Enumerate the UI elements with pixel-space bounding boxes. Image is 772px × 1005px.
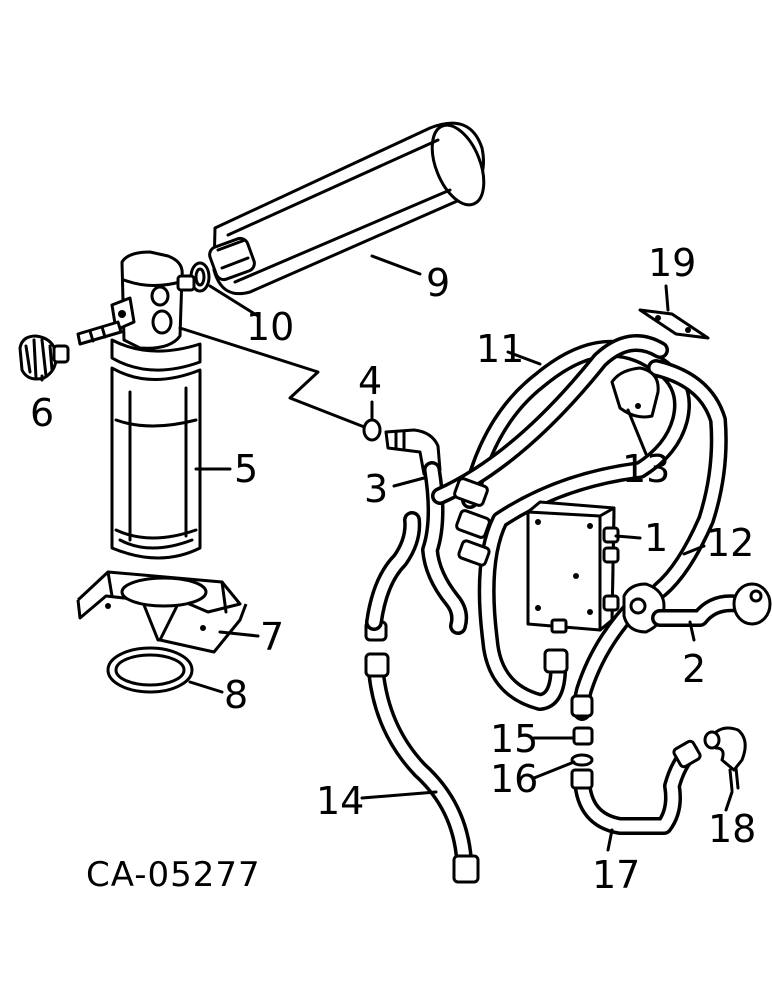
tube-part-14 xyxy=(364,511,480,884)
filter-canister-part-5 xyxy=(110,366,202,560)
callout-4: 4 xyxy=(358,359,382,403)
callout-11: 11 xyxy=(476,327,524,371)
callout-6: 6 xyxy=(30,391,54,435)
washer-part-16 xyxy=(570,753,594,767)
hose-fittings xyxy=(453,477,594,718)
callout-13: 13 xyxy=(622,447,670,491)
callout-3: 3 xyxy=(364,467,388,511)
callout-10: 10 xyxy=(246,305,294,349)
leader-lines xyxy=(40,254,734,852)
reference-line xyxy=(178,326,374,432)
fitting-part-15 xyxy=(572,726,594,746)
seal-ring-part-8 xyxy=(106,646,194,694)
hoses-part-11 xyxy=(431,334,691,711)
figure-id: CA-05277 xyxy=(86,855,261,895)
callout-1: 1 xyxy=(644,516,668,560)
knob-part-6 xyxy=(18,334,70,381)
valve-block-part-1 xyxy=(526,500,620,634)
callout-14: 14 xyxy=(316,779,364,823)
callout-17: 17 xyxy=(592,853,640,897)
callout-2: 2 xyxy=(682,647,706,691)
callout-7: 7 xyxy=(260,615,284,659)
bracket-part-7 xyxy=(76,570,248,654)
filter-head xyxy=(76,250,202,372)
callout-19: 19 xyxy=(648,241,696,285)
plate-part-19 xyxy=(638,308,710,340)
callout-12: 12 xyxy=(706,521,754,565)
cover-part-13 xyxy=(610,366,660,419)
callout-5: 5 xyxy=(234,447,258,491)
callout-16: 16 xyxy=(490,757,538,801)
hose-part-3 xyxy=(421,461,469,635)
filter-element-part-9 xyxy=(208,121,486,296)
tube-part-17 xyxy=(570,739,702,835)
callout-15: 15 xyxy=(490,717,538,761)
washer-part-4 xyxy=(362,418,382,442)
callout-9: 9 xyxy=(426,261,450,305)
callout-labels: 1 2 3 4 5 6 7 8 9 10 11 12 13 14 15 16 1… xyxy=(30,241,756,897)
callout-18: 18 xyxy=(708,807,756,851)
control-lever-part-2 xyxy=(622,582,772,634)
elbow-fitting-part-18 xyxy=(703,726,747,792)
callout-8: 8 xyxy=(224,673,248,717)
